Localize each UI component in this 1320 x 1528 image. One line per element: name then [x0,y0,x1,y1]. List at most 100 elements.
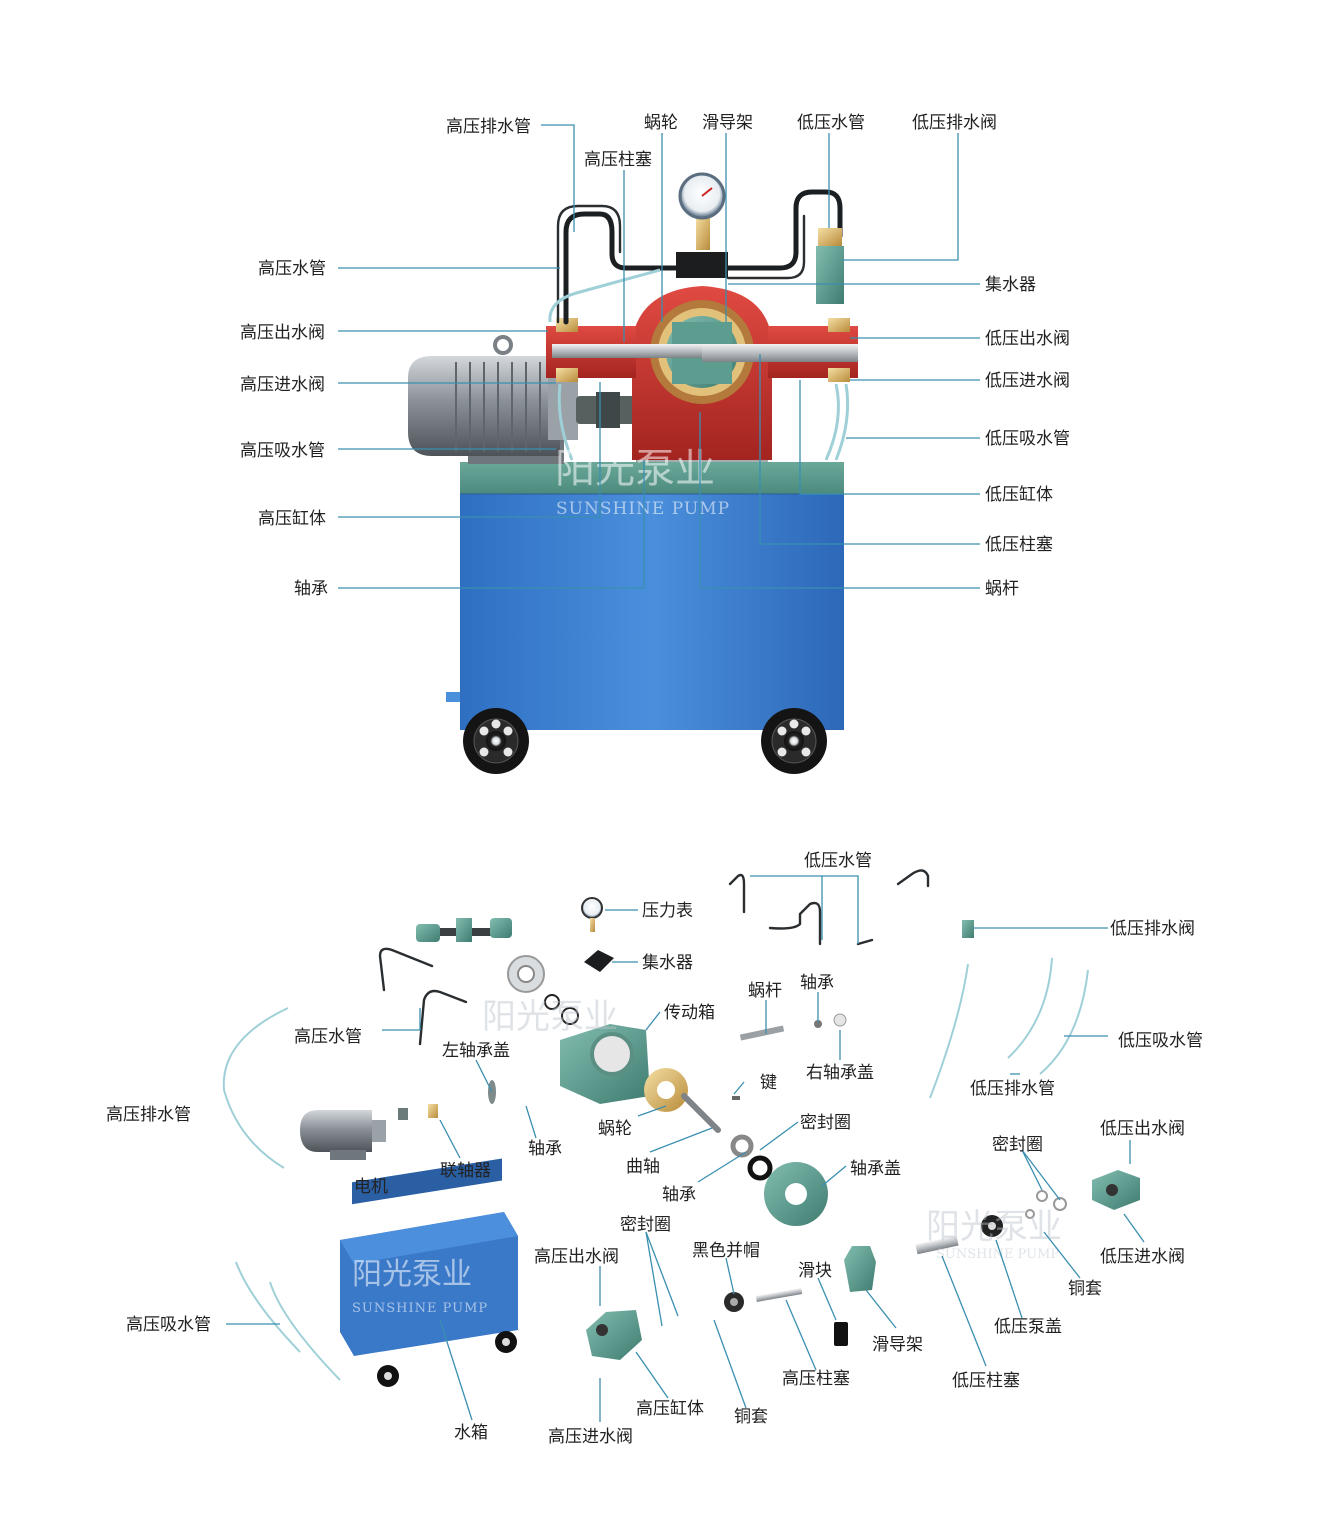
label-collector: 集水器 [985,275,1036,295]
ex-label-bearing-1: 轴承 [800,973,834,993]
ex-label-high-pressure-suction-pipe: 高压吸水管 [126,1315,211,1335]
label-low-pressure-outlet-valve: 低压出水阀 [985,329,1070,349]
label-high-pressure-outlet-valve: 高压出水阀 [240,323,325,343]
watermark-en-3: SUNSHINE PUMP [936,1247,1059,1262]
ex-label-seal-ring-3: 密封圈 [620,1215,671,1235]
ex-transmission-box [560,1024,650,1104]
labels-assembled: 高压排水管 蜗轮 滑导架 低压水管 低压排水阀 高压柱塞 高压水管 高压出水阀 … [240,113,1070,599]
ex-bearing-cap [764,1162,828,1226]
label-high-pressure-inlet-valve: 高压进水阀 [240,375,325,395]
label-high-pressure-cylinder: 高压缸体 [258,508,326,529]
label-low-pressure-drain-valve: 低压排水阀 [912,113,997,133]
ex-coupling [398,1104,438,1120]
ex-high-pressure-plunger [755,1288,803,1302]
ex-label-copper-sleeve-1: 铜套 [1068,1279,1102,1299]
label-low-pressure-inlet-valve: 低压进水阀 [985,371,1070,391]
ex-label-key: 键 [760,1073,777,1093]
label-low-pressure-cylinder: 低压缸体 [985,484,1053,505]
ex-motor [300,1110,386,1160]
ex-bearing-ring [507,955,579,1025]
ex-label-worm: 蜗杆 [748,981,782,1001]
leader-lines-exploded [226,875,1145,1422]
wheel-left [463,708,529,774]
ex-label-low-pressure-outlet-valve: 低压出水阀 [1100,1119,1185,1139]
ex-slider [834,1322,848,1346]
watermark-cn-2: 阳光泵业 [482,997,618,1037]
ex-label-collector: 集水器 [642,953,693,973]
suction-tubes [548,268,850,461]
ex-label-bearing-cap: 轴承盖 [850,1159,901,1179]
ex-low-pressure-valve-body [1025,1170,1140,1219]
ex-label-slide-guide: 滑导架 [872,1335,923,1355]
ex-label-low-pressure-water-pipe: 低压水管 [804,851,872,871]
ex-top-left-shafts [416,918,512,942]
high-pressure-cylinder [546,318,702,382]
ex-label-low-pressure-plunger: 低压柱塞 [952,1371,1020,1391]
exploded-view: 阳光泵业 阳光泵业 SUNSHINE PUMP 阳光泵业 SUNSHINE PU… [106,851,1203,1447]
ex-label-crankshaft: 曲轴 [626,1157,660,1177]
worm-wheel-housing [632,286,772,460]
wheel-right [761,708,827,774]
ex-water-tank [340,1158,518,1387]
ex-label-low-pressure-inlet-valve: 低压进水阀 [1100,1247,1185,1267]
ex-label-worm-wheel: 蜗轮 [598,1119,632,1139]
label-slide-guide: 滑导架 [702,113,753,133]
ex-label-motor: 电机 [354,1177,388,1197]
label-high-pressure-plunger: 高压柱塞 [584,150,652,170]
labels-exploded: 低压水管 压力表 低压排水阀 集水器 蜗杆 轴承 传动箱 高压水管 左轴承盖 右… [106,851,1203,1447]
low-pressure-cylinder [702,318,858,382]
ex-label-high-pressure-inlet-valve: 高压进水阀 [548,1427,633,1447]
ex-crankshaft [681,1093,721,1133]
label-bearing: 轴承 [294,579,328,599]
watermark-cn-3: 阳光泵业 [926,1207,1062,1247]
ex-low-pressure-pipes [728,869,930,946]
ex-label-transmission-box: 传动箱 [664,1003,715,1023]
ex-slide-guide [844,1246,876,1292]
ex-low-pressure-drain-valve [962,920,974,938]
ex-label-high-pressure-water-pipe: 高压水管 [294,1027,362,1047]
ex-label-low-pressure-drain-pipe: 低压排水管 [970,1079,1055,1099]
assembled-view: 阳光泵业 SUNSHINE PUMP 高压排水管 [240,113,1070,774]
collector-block [676,252,728,278]
ex-label-low-pressure-drain-valve: 低压排水阀 [1110,919,1195,939]
water-tank [446,462,844,730]
ex-label-copper-sleeve-2: 铜套 [734,1407,768,1427]
ex-label-low-pressure-suction-pipe: 低压吸水管 [1118,1031,1203,1051]
ex-low-pressure-pump-cover [981,1215,1003,1237]
ex-label-water-tank: 水箱 [454,1423,488,1443]
pressure-gauge [678,172,726,250]
ex-black-nut [724,1292,744,1312]
ex-worm-wheel [644,1068,688,1112]
ex-seals-mid [730,1134,773,1181]
ex-label-pressure-gauge: 压力表 [642,901,693,921]
watermark-cn-4: 阳光泵业 [352,1257,472,1292]
label-high-pressure-water-pipe: 高压水管 [258,259,326,279]
ex-label-high-pressure-plunger: 高压柱塞 [782,1369,850,1389]
label-high-pressure-suction-pipe: 高压吸水管 [240,441,325,461]
ex-collector [584,950,614,972]
collector-valve-right [816,228,844,304]
label-high-pressure-discharge-pipe: 高压排水管 [446,117,531,137]
watermark-en: SUNSHINE PUMP [556,499,730,519]
ex-low-pressure-plunger [915,1235,959,1255]
ex-label-high-pressure-cylinder: 高压缸体 [636,1398,704,1419]
ex-tubes [222,957,1089,1381]
ex-high-pressure-pipes [378,947,468,1046]
ex-high-pressure-cylinder-body [586,1310,642,1360]
ex-label-high-pressure-outlet-valve: 高压出水阀 [534,1247,619,1267]
ex-label-low-pressure-pump-cover: 低压泵盖 [994,1317,1062,1337]
label-low-pressure-suction-pipe: 低压吸水管 [985,429,1070,449]
label-worm-wheel: 蜗轮 [644,113,678,133]
ex-worm [739,1013,847,1041]
ex-label-bearing-3: 轴承 [662,1185,696,1205]
label-worm-shaft: 蜗杆 [985,579,1019,599]
black-pipes [556,189,843,325]
ex-label-slider: 滑块 [798,1261,832,1281]
ex-label-high-pressure-discharge-pipe: 高压排水管 [106,1105,191,1125]
ex-pressure-gauge [581,897,603,932]
ex-label-bearing-2: 轴承 [528,1139,562,1159]
watermark-cn: 阳光泵业 [555,446,715,492]
leader-lines-assembled [338,124,980,589]
ex-label-seal-ring-2: 密封圈 [992,1135,1043,1155]
